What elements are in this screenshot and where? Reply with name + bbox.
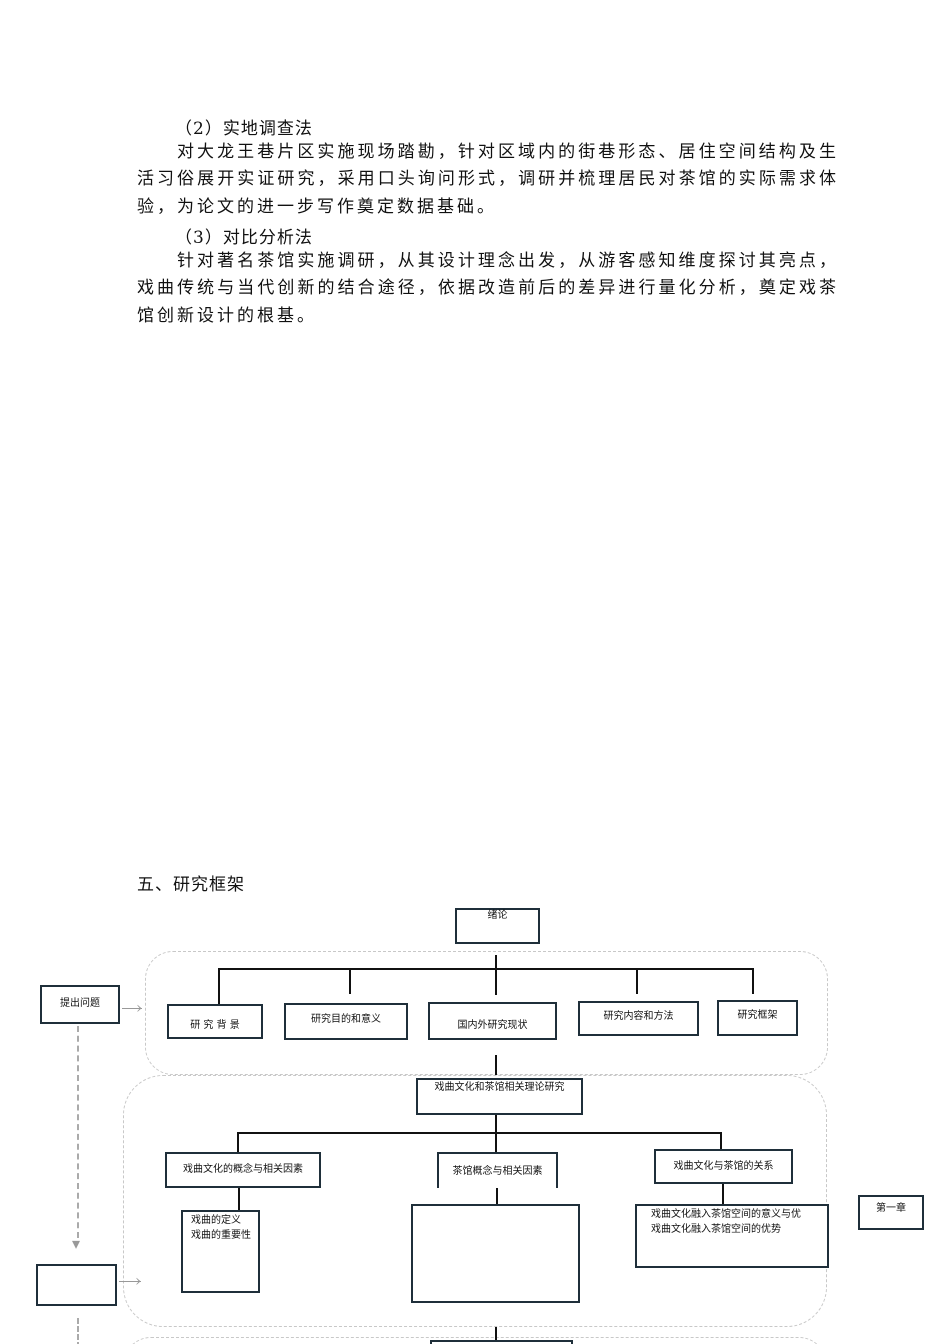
connector — [218, 968, 220, 1004]
connector — [349, 968, 351, 994]
intro-group — [145, 951, 828, 1075]
method-heading-2: （2）实地调查法 — [175, 119, 313, 139]
connector — [722, 1184, 724, 1204]
arrow-down-icon: ▾ — [72, 1234, 81, 1253]
sub-item: 戏曲文化融入茶馆空间的优势 — [651, 1224, 781, 1235]
connector — [218, 968, 754, 970]
arrow-right-icon: › — [135, 1271, 142, 1290]
connector — [496, 1188, 498, 1204]
connector — [495, 1327, 497, 1344]
intro-item: 研究框架 — [717, 1000, 798, 1036]
theory-item: 茶馆概念与相关因素 — [437, 1152, 558, 1188]
connector — [720, 1132, 722, 1149]
sub-item: 戏曲文化融入茶馆空间的意义与优 — [651, 1209, 801, 1220]
intro-item: 国内外研究现状 — [428, 1002, 557, 1040]
next-chapter-box — [430, 1340, 573, 1344]
analysis-box — [36, 1264, 117, 1306]
connector — [495, 955, 497, 995]
theory-item: 戏曲文化与茶馆的关系 — [654, 1149, 793, 1184]
theory-group — [123, 1075, 827, 1327]
root-box: 绪论 — [455, 908, 540, 944]
connector — [238, 1188, 240, 1210]
sub-box-opera: 戏曲的定义 戏曲的重要性 — [181, 1210, 260, 1293]
connector — [495, 1055, 497, 1075]
paragraph-comparison: 针对著名茶馆实施调研，从其设计理念出发，从游客感知维度探讨其亮点，戏曲传统与当代… — [137, 251, 839, 326]
section-heading: 五、研究框架 — [137, 875, 245, 895]
sub-box-relation: 戏曲文化融入茶馆空间的意义与优 戏曲文化融入茶馆空间的优势 — [635, 1204, 829, 1268]
connector — [752, 968, 754, 994]
connector — [636, 968, 638, 994]
chapter-label-box: 第一章 — [858, 1195, 924, 1230]
arrow-right-icon: › — [136, 998, 143, 1017]
method-heading-3: （3）对比分析法 — [175, 228, 313, 248]
sub-item: 戏曲的重要性 — [191, 1230, 251, 1241]
sub-box-teahouse — [411, 1204, 580, 1303]
dashed-flow-line — [77, 1318, 79, 1344]
arrow-line — [122, 1008, 142, 1009]
raise-question-box: 提出问题 — [40, 985, 120, 1024]
connector — [237, 1132, 722, 1134]
theory-item: 戏曲文化的概念与相关因素 — [165, 1152, 321, 1188]
arrow-line — [119, 1281, 141, 1282]
theory-box: 戏曲文化和茶馆相关理论研究 — [416, 1078, 583, 1115]
intro-item: 研究内容和方法 — [578, 1001, 699, 1036]
intro-item: 研究目的和意义 — [284, 1003, 408, 1040]
intro-item: 研 究 背 景 — [167, 1004, 263, 1039]
dashed-flow-line — [77, 1026, 79, 1238]
connector — [237, 1132, 239, 1152]
paragraph-field-survey: 对大龙王巷片区实施现场踏勘，针对区域内的街巷形态、居住空间结构及生活习俗展开实证… — [137, 142, 839, 217]
sub-item: 戏曲的定义 — [191, 1215, 241, 1226]
